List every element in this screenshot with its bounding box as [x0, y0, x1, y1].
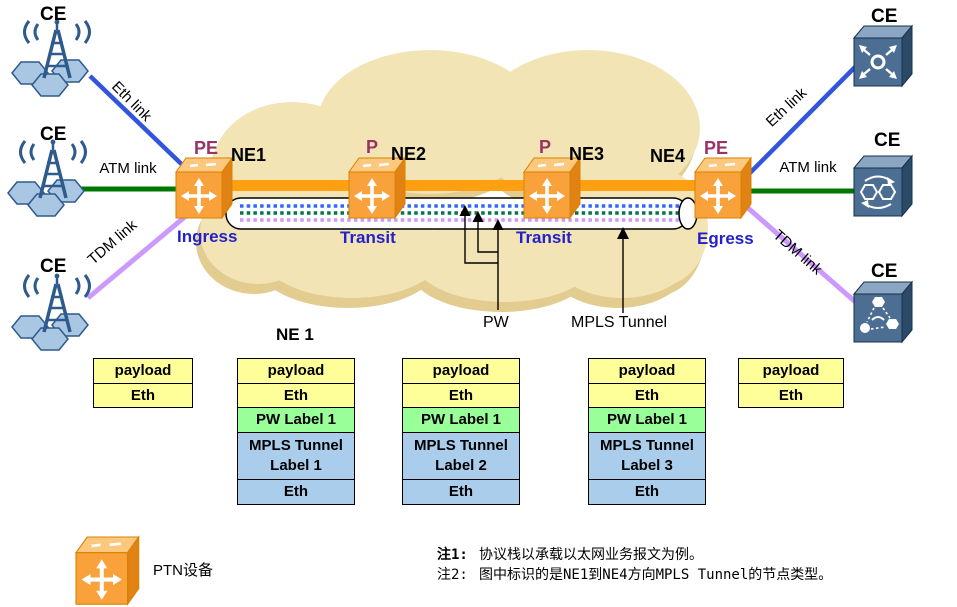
stack-cell: Eth: [238, 479, 354, 504]
mpls-tunnel-callout-arrow: [617, 227, 629, 313]
stack-cell: Eth: [589, 383, 705, 407]
stack-cell: MPLS Tunnel Label 1: [238, 432, 354, 479]
lsp-bar: [199, 180, 745, 191]
stack-cell: PW Label 1: [238, 407, 354, 432]
pw-callout-arrowheads: [459, 205, 504, 230]
ce-label-left-2: CE: [40, 124, 67, 145]
ne4-device-icon: [693, 156, 753, 220]
ne3-name-label: NE3: [569, 144, 605, 164]
ne3-direction-label: Transit: [516, 228, 572, 247]
ce-tdm-switch-icon: [853, 281, 913, 343]
ce-base-station-icon-2: [6, 137, 88, 218]
ce-label-left-1: CE: [40, 4, 67, 25]
atm-link-label-left: ATM link: [99, 159, 157, 177]
ne2-direction-label: Transit: [340, 228, 396, 247]
ne4-role-label: PE: [704, 138, 729, 158]
ne4-name-label: NE4: [650, 146, 686, 166]
atm-link-label-right: ATM link: [779, 158, 837, 176]
mpls-cloud: [200, 50, 708, 302]
ce-base-station-icon-3: [10, 271, 92, 352]
stack-cell: payload: [739, 359, 843, 383]
legend-ptn-device-icon: [76, 537, 139, 604]
pw-callout-arrows: [464, 211, 499, 310]
footnote-1-text: 协议栈以承载以太网业务报文为例。: [479, 547, 703, 563]
ne2-device-icon: [347, 156, 407, 220]
ce-label-right-3: CE: [871, 261, 898, 282]
ne3-role-label: P: [539, 137, 552, 157]
ne2-name-label: NE2: [391, 144, 427, 164]
footnote-2-text: 图中标识的是NE1到NE4方向MPLS Tunnel的节点类型。: [479, 567, 833, 583]
stack-cell: PW Label 1: [589, 407, 705, 432]
stack-cell: Eth: [403, 479, 519, 504]
stack-cell: Eth: [739, 383, 843, 407]
stack-cell: MPLS Tunnel Label 2: [403, 432, 519, 479]
ce-label-right-1: CE: [871, 6, 898, 27]
tdm-link-left-line: [86, 203, 201, 300]
ne1-stack-heading: NE 1: [276, 325, 314, 344]
ne1-device-icon: [174, 156, 234, 220]
footnote-2-tag: 注2:: [437, 567, 468, 583]
ne1-direction-label: Ingress: [177, 227, 238, 246]
tunnel-opening: [678, 197, 698, 230]
ne1-role-label: PE: [194, 138, 219, 158]
ne1-stack-table: payload Eth PW Label 1 MPLS Tunnel Label…: [237, 358, 355, 505]
ce-atm-switch-icon: [853, 155, 913, 217]
stack-cell: payload: [94, 359, 192, 383]
eth-link-left-line: [88, 74, 200, 182]
footnote-1-tag: 注1:: [437, 547, 468, 563]
ne2-stack-table: payload Eth PW Label 1 MPLS Tunnel Label…: [402, 358, 520, 505]
stack-cell: Eth: [94, 383, 192, 407]
footnotes: 注1: 协议栈以承载以太网业务报文为例。 注2: 图中标识的是NE1到NE4方向MP…: [437, 545, 832, 585]
ne3-device-icon: [522, 156, 582, 220]
ce-base-station-icon-1: [10, 17, 92, 98]
footnote-1: 注1: 协议栈以承载以太网业务报文为例。: [437, 545, 832, 565]
ce-eth-switch-icon: [853, 25, 913, 87]
stack-cell: payload: [238, 359, 354, 383]
eth-link-right-line: [738, 58, 864, 185]
ne2-role-label: P: [366, 137, 379, 157]
ce-label-left-3: CE: [40, 256, 67, 277]
access-links: [76, 58, 864, 308]
ne4-direction-label: Egress: [697, 229, 754, 248]
stack-cell: MPLS Tunnel Label 3: [589, 432, 705, 479]
stack-cell: Eth: [238, 383, 354, 407]
tdm-link-right-line: [738, 199, 862, 308]
stack-cell: PW Label 1: [403, 407, 519, 432]
ce-right-stack-table: payload Eth: [738, 358, 844, 408]
footnote-2: 注2: 图中标识的是NE1到NE4方向MPLS Tunnel的节点类型。: [437, 565, 832, 585]
stack-cell: payload: [403, 359, 519, 383]
pw-label: PW: [483, 314, 509, 331]
ce-left-stack-table: payload Eth: [93, 358, 193, 408]
ne3-stack-table: payload Eth PW Label 1 MPLS Tunnel Label…: [588, 358, 706, 505]
ne1-name-label: NE1: [231, 145, 267, 165]
ce-label-right-2: CE: [874, 130, 901, 151]
legend-ptn-label: PTN设备: [153, 562, 214, 579]
stack-cell: Eth: [403, 383, 519, 407]
mpls-tunnel-label: MPLS Tunnel: [571, 314, 668, 331]
stack-cell: Eth: [589, 479, 705, 504]
stack-cell: payload: [589, 359, 705, 383]
